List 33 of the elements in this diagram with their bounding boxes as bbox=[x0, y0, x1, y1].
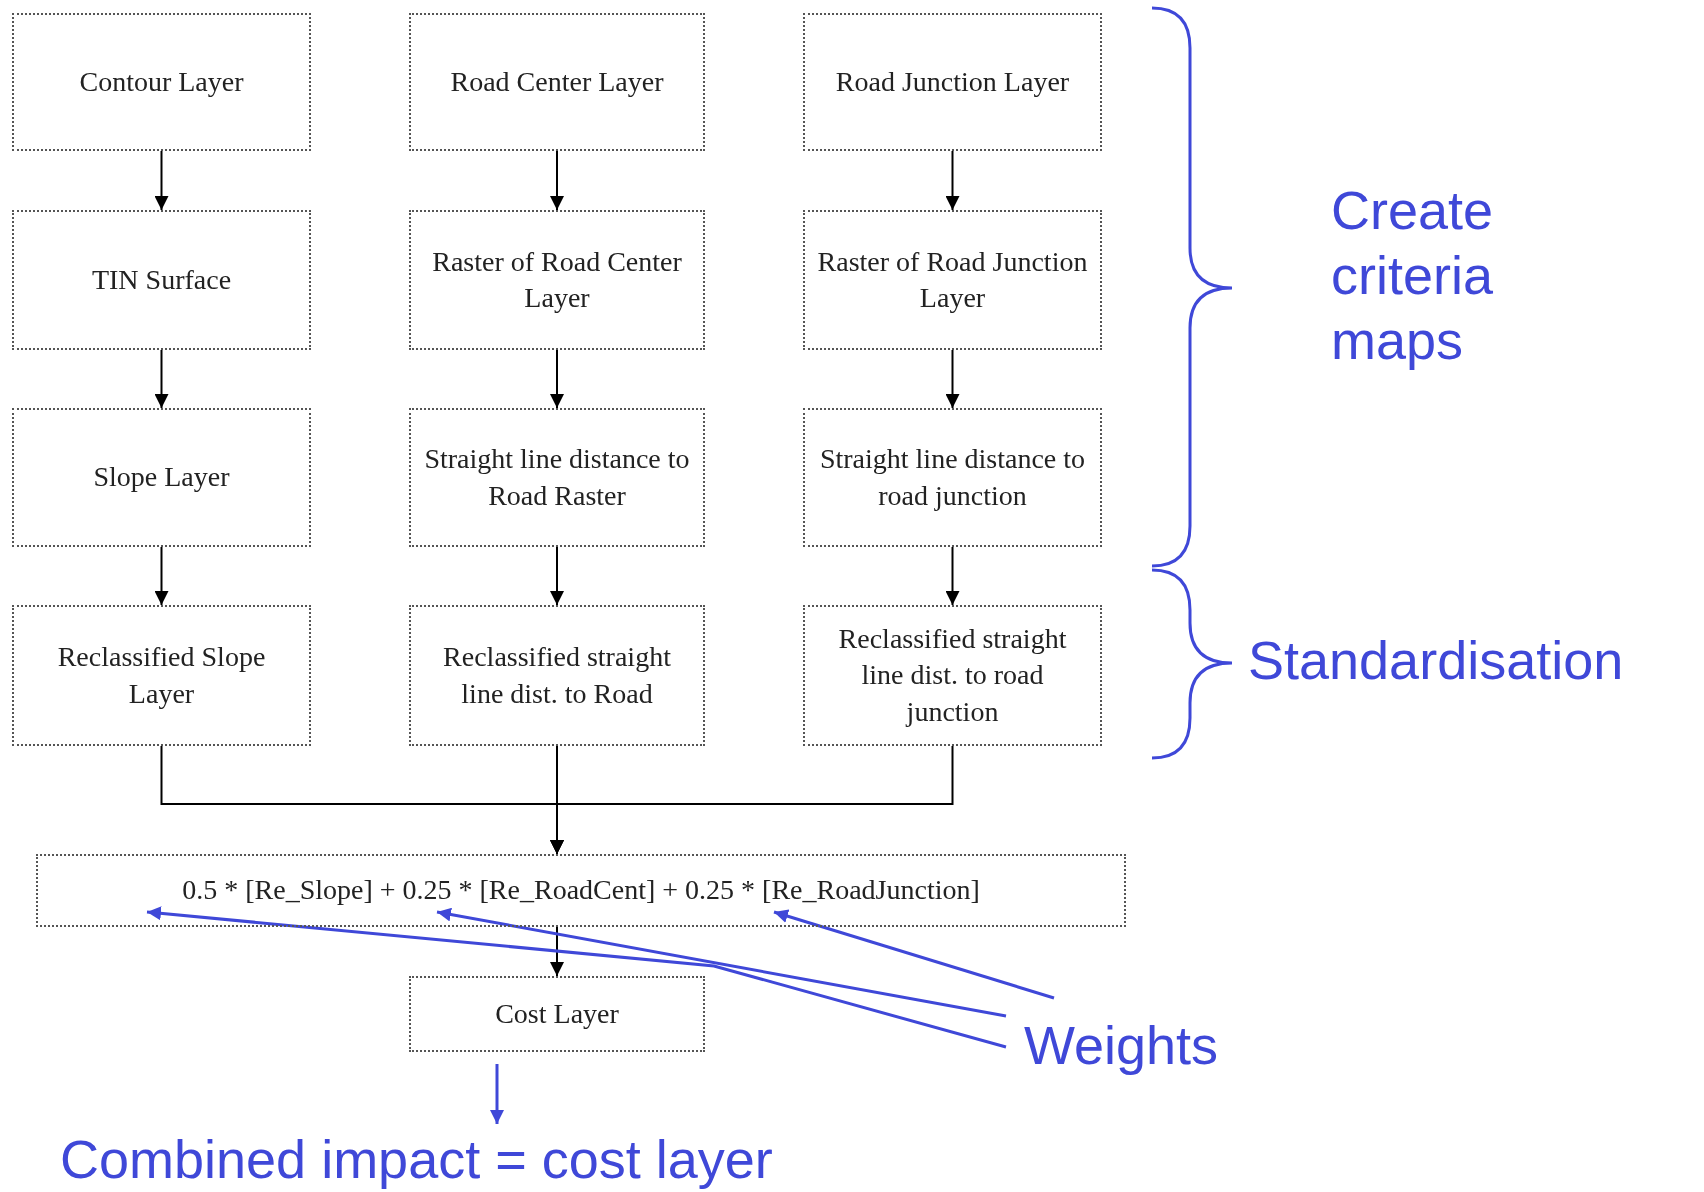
process-box: Slope Layer bbox=[12, 408, 311, 547]
annotation-text: Create criteria maps bbox=[1331, 179, 1495, 372]
annotation-text: Standardisation bbox=[1248, 629, 1624, 692]
arrow bbox=[550, 349, 564, 409]
arrow bbox=[773, 909, 1055, 1000]
process-box: Straight line distance to road junction bbox=[803, 408, 1102, 547]
arrow bbox=[490, 1064, 504, 1124]
arrow bbox=[550, 926, 564, 977]
process-box: 0.5 * [Re_Slope] + 0.25 * [Re_RoadCent] + 0.25 * [Re_RoadJunction] bbox=[36, 854, 1126, 927]
arrow bbox=[945, 546, 960, 606]
process-box: Raster of Road Center Layer bbox=[409, 210, 705, 350]
process-box: Road Junction Layer bbox=[803, 13, 1102, 151]
process-box: Reclassified Slope Layer bbox=[12, 605, 311, 746]
arrow bbox=[154, 546, 169, 606]
arrow bbox=[945, 150, 960, 211]
arrow bbox=[146, 906, 1007, 1049]
annotation-text: Combined impact = cost layer bbox=[60, 1128, 920, 1190]
arrow bbox=[154, 150, 169, 211]
process-box: Raster of Road Junction Layer bbox=[803, 210, 1102, 350]
arrow bbox=[550, 150, 564, 211]
arrow bbox=[550, 745, 954, 855]
arrow bbox=[550, 546, 564, 606]
process-box: Straight line distance to Road Raster bbox=[409, 408, 705, 547]
process-box: Reclassified straight line dist. to Road bbox=[409, 605, 705, 746]
process-box: Road Center Layer bbox=[409, 13, 705, 151]
arrow bbox=[154, 349, 169, 409]
process-box: Reclassified straight line dist. to road junction bbox=[803, 605, 1102, 746]
process-box: Cost Layer bbox=[409, 976, 705, 1052]
arrow bbox=[945, 349, 960, 409]
process-box: Contour Layer bbox=[12, 13, 311, 151]
arrow bbox=[436, 907, 1007, 1018]
process-box: TIN Surface bbox=[12, 210, 311, 350]
annotation-text: Weights bbox=[1024, 1012, 1264, 1078]
